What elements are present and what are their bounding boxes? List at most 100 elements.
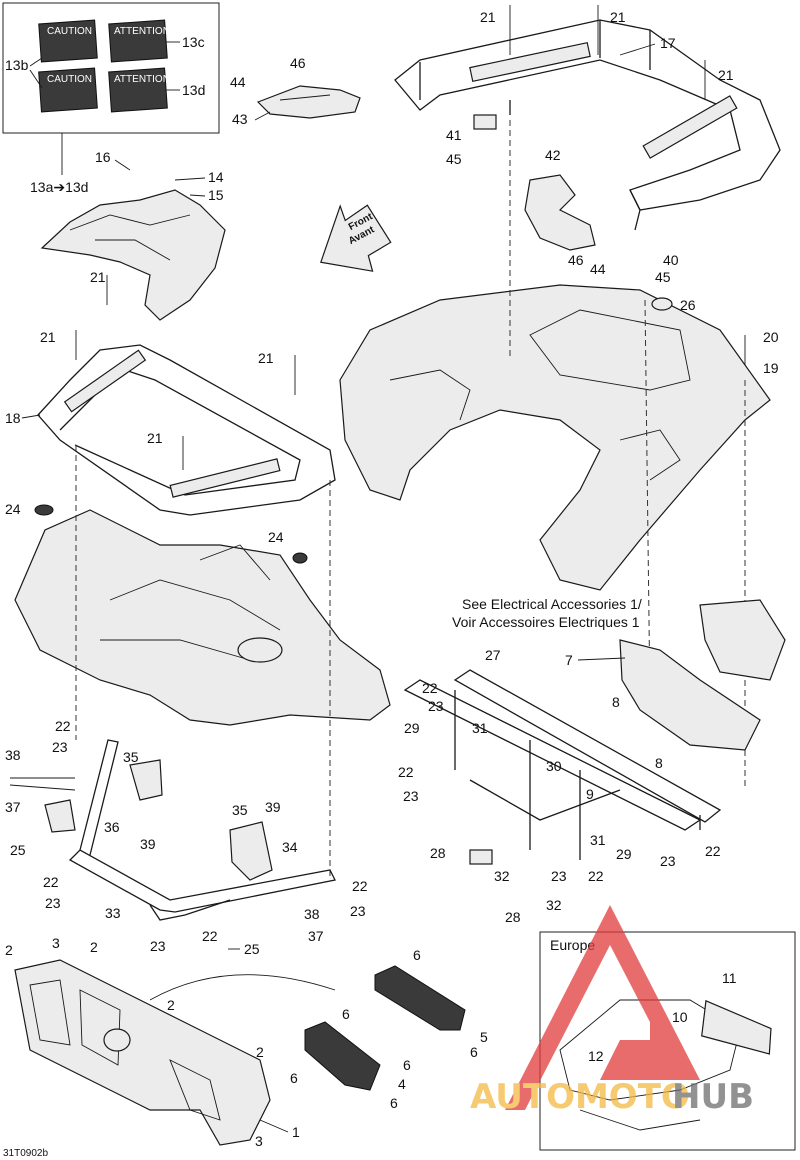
callout-6-f: 6: [390, 1095, 398, 1111]
callout-22-b: 22: [398, 764, 414, 780]
grommet-24-a: [34, 504, 54, 516]
callout-21-c: 21: [718, 67, 734, 83]
callout-23-f: 23: [45, 895, 61, 911]
europe-label: Europe: [550, 937, 595, 953]
callout-8-a: 8: [612, 694, 620, 710]
rack-bracket-43: [256, 85, 361, 119]
taillight-housing: [619, 639, 761, 751]
attention-decal-title-2: ATTENTION: [114, 74, 170, 85]
callout-23-e: 23: [52, 739, 68, 755]
callout-9: 9: [586, 786, 594, 802]
callout-6-a: 6: [413, 947, 421, 963]
electrical-module: [699, 599, 786, 681]
electrical-note-line2: Voir Accessoires Electriques 1: [452, 614, 640, 630]
callout-31-b: 31: [590, 832, 606, 848]
callout-8-b: 8: [655, 755, 663, 771]
callout-41: 41: [446, 127, 462, 143]
callout-38-a: 38: [5, 747, 21, 763]
callout-33: 33: [105, 905, 121, 921]
callout-34: 34: [282, 839, 298, 855]
callout-30: 30: [546, 758, 562, 774]
callout-1: 1: [292, 1124, 300, 1140]
watermark-text-hub: HUB: [672, 1077, 754, 1117]
callout-16: 16: [95, 149, 111, 165]
callout-22-a: 22: [422, 680, 438, 696]
callout-31-a: 31: [472, 720, 488, 736]
callout-23-h: 23: [150, 938, 166, 954]
callout-22-e: 22: [55, 718, 71, 734]
callout-7: 7: [565, 652, 573, 668]
callout-6-e: 6: [290, 1070, 298, 1086]
callout-13a-13d: 13a➔13d: [30, 179, 88, 195]
callout-22-d: 22: [588, 868, 604, 884]
callout-23-g: 23: [350, 903, 366, 919]
callout-35-a: 35: [123, 749, 139, 765]
callout-13c: 13c: [182, 34, 205, 50]
callout-6-d: 6: [403, 1057, 411, 1073]
caution-decal-title-2: CAUTION: [47, 74, 92, 85]
callout-42: 42: [545, 147, 561, 163]
attention-decal-title: ATTENTION: [114, 26, 170, 37]
callout-22-c: 22: [705, 843, 721, 859]
bracket-28-a: [469, 849, 493, 865]
callout-13b: 13b: [5, 57, 29, 73]
callout-32-b: 32: [546, 897, 562, 913]
callout-11: 11: [722, 970, 737, 986]
callout-25-b: 25: [244, 941, 260, 957]
electrical-note-line1: See Electrical Accessories 1/: [462, 596, 642, 612]
callout-29-a: 29: [404, 720, 420, 736]
rear-frame: [403, 669, 722, 860]
callout-5: 5: [480, 1029, 488, 1045]
callout-25-a: 25: [10, 842, 26, 858]
callout-21-d: 21: [90, 269, 106, 285]
callout-12: 12: [588, 1048, 604, 1064]
callout-4: 4: [398, 1076, 406, 1092]
callout-22-h: 22: [202, 928, 218, 944]
callout-23-b: 23: [403, 788, 419, 804]
callout-45-a: 45: [446, 151, 462, 167]
callout-13d: 13d: [182, 82, 205, 98]
callout-21-a: 21: [480, 9, 496, 25]
callout-3-a: 3: [52, 935, 60, 951]
callout-28-a: 28: [430, 845, 446, 861]
callout-36: 36: [104, 819, 120, 835]
callout-23-a: 23: [428, 698, 444, 714]
callout-45-b: 45: [655, 269, 671, 285]
callout-21-b: 21: [610, 9, 626, 25]
callout-23-d: 23: [551, 868, 567, 884]
callout-14: 14: [208, 169, 224, 185]
callout-21-e: 21: [40, 329, 56, 345]
callout-15: 15: [208, 187, 224, 203]
rear-rack: [394, 19, 781, 231]
callout-29-b: 29: [616, 846, 632, 862]
callout-21-f: 21: [258, 350, 274, 366]
callout-22-f: 22: [43, 874, 59, 890]
callout-46-b: 46: [568, 252, 584, 268]
callout-27: 27: [485, 647, 501, 663]
callout-2-d: 2: [256, 1044, 264, 1060]
callout-22-g: 22: [352, 878, 368, 894]
callout-38-b: 38: [304, 906, 320, 922]
callout-3-b: 3: [255, 1133, 263, 1149]
callout-44-a: 44: [230, 74, 246, 90]
callout-17: 17: [660, 35, 676, 51]
callout-24-a: 24: [5, 501, 21, 517]
grommet-24-b: [292, 552, 308, 564]
front-fender-piece: [40, 189, 226, 321]
callout-19: 19: [763, 360, 779, 376]
callout-39-b: 39: [265, 799, 281, 815]
front-body-fender: [14, 509, 391, 726]
callout-26: 26: [680, 297, 696, 313]
callout-28-b: 28: [505, 909, 521, 925]
callout-6-c: 6: [470, 1044, 478, 1060]
callout-35-b: 35: [232, 802, 248, 818]
decal-inset: CAUTION ATTENTION CAUTION ATTENTION: [2, 2, 220, 134]
callout-23-c: 23: [660, 853, 676, 869]
rack-bracket-42: [524, 174, 596, 251]
callout-44-b: 44: [590, 261, 606, 277]
callout-40: 40: [663, 252, 679, 268]
callout-37-a: 37: [5, 799, 21, 815]
front-rack: [37, 344, 336, 516]
callout-10: 10: [672, 1009, 688, 1025]
